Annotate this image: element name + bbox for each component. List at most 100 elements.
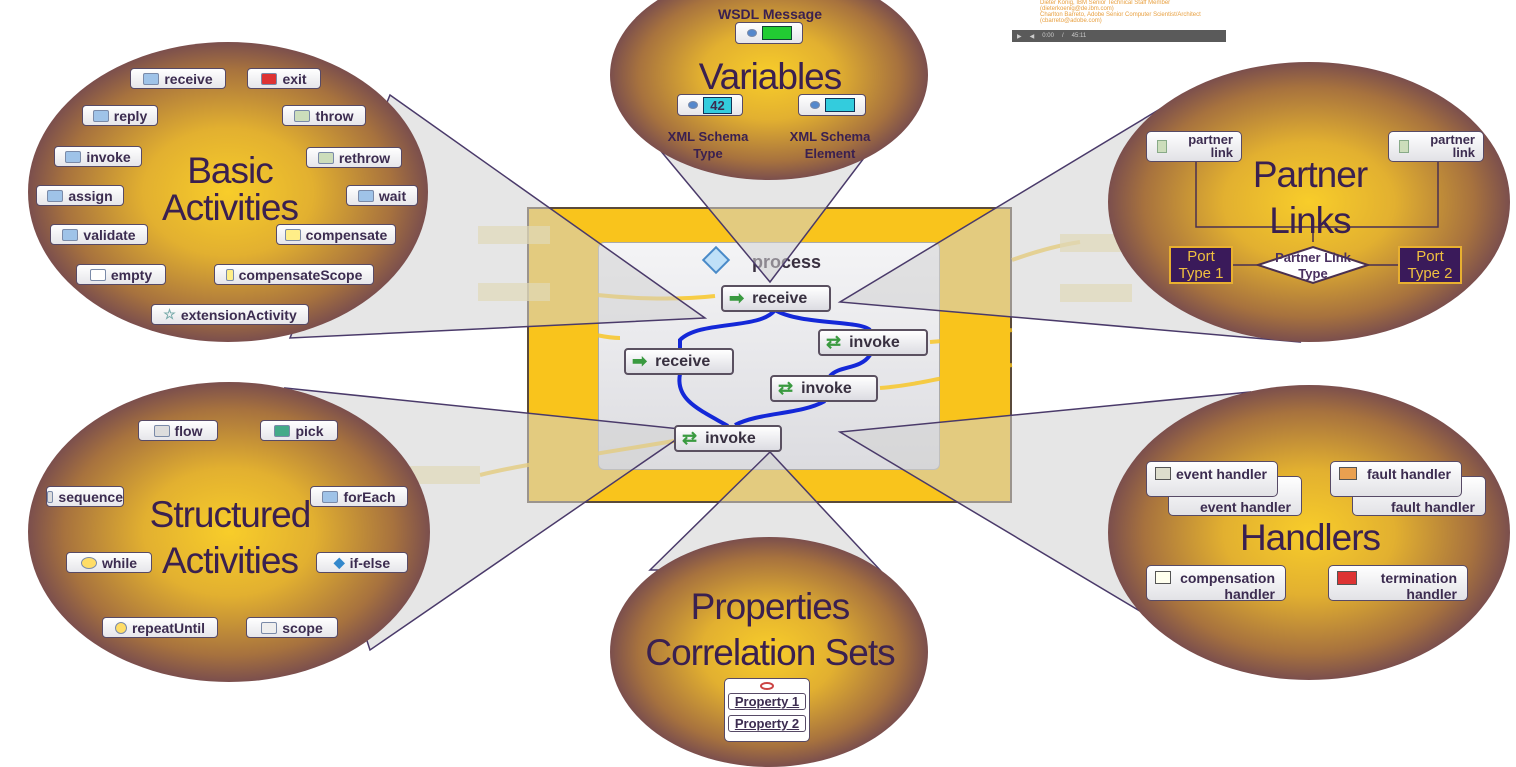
credit-line: (cbarreto@adobe.com)	[1040, 18, 1102, 24]
correlation-set-box: Property 1 Property 2	[724, 678, 810, 742]
chip-label: invoke	[86, 148, 131, 165]
chip-pick[interactable]: pick	[260, 420, 338, 441]
scope-icon	[261, 621, 278, 634]
xml-schema-element-label: XML Schema Element	[789, 129, 871, 161]
structured-activities-ellipse	[28, 382, 430, 682]
chip-label: if-else	[349, 554, 391, 571]
port-type-1: Port Type 1	[1169, 246, 1233, 284]
play-icon[interactable]: ▶	[1017, 33, 1022, 40]
envelope-icon	[761, 26, 792, 40]
chip-empty[interactable]: empty	[76, 264, 166, 285]
partner-link-lines	[1195, 162, 1439, 285]
process-node-invoke[interactable]: ⇄invoke	[674, 425, 782, 452]
invoke-icon: ⇄	[826, 332, 842, 352]
type-value: 42	[703, 96, 732, 114]
pick-icon	[274, 424, 291, 437]
node-label: receive	[752, 289, 808, 307]
process-node-invoke[interactable]: ⇄invoke	[818, 329, 928, 356]
node-label: invoke	[801, 379, 852, 397]
variable-icon	[746, 29, 757, 37]
property-1[interactable]: Property 1	[728, 693, 806, 710]
chip-wait[interactable]: wait	[346, 185, 418, 206]
termination-handler-chip[interactable]: termination handler	[1328, 565, 1468, 602]
property-2[interactable]: Property 2	[728, 715, 806, 732]
correlation-set-icon	[760, 682, 774, 690]
volume-icon[interactable]: ◀	[1029, 33, 1035, 40]
chip-label: scope	[282, 619, 323, 636]
variable-icon	[688, 101, 699, 109]
chip-exit[interactable]: exit	[247, 68, 321, 89]
chip-extensionactivity[interactable]: ☆extensionActivity	[151, 304, 309, 325]
reply-icon	[92, 109, 109, 122]
handlers-title: Handlers	[1239, 517, 1381, 558]
xml-schema-type-chip: 42	[677, 94, 743, 116]
chip-receive[interactable]: receive	[130, 68, 226, 89]
video-credits: Dieter König, IBM Senior Technical Staff…	[1040, 0, 1201, 24]
port-type-2: Port Type 2	[1398, 246, 1462, 284]
event-handler-chip[interactable]: event handler	[1146, 461, 1278, 497]
chip-label: sequence	[58, 488, 123, 505]
chip-throw[interactable]: throw	[282, 105, 366, 126]
chip-label: assign	[68, 187, 113, 204]
chip-label: forEach	[343, 488, 396, 505]
diamond-icon: ◆	[333, 554, 345, 570]
chip-label: compensate	[305, 226, 388, 243]
flow-links	[677, 308, 872, 428]
receive-icon: ➡	[632, 351, 648, 371]
chip-label: flow	[174, 422, 203, 439]
properties-title: Properties	[690, 586, 851, 627]
credit-line: Charlton Barreto, Adobe Senior Computer …	[1040, 12, 1201, 18]
partner-link-chip[interactable]: partner link	[1388, 131, 1484, 162]
chip-label: exit	[282, 70, 307, 87]
rethrow-icon	[317, 151, 334, 164]
compensation-icon	[1155, 571, 1171, 584]
fault-handler-chip[interactable]: fault handler	[1330, 461, 1462, 497]
partner-link-type-label: Partner Link Type	[1275, 250, 1351, 281]
chip-repeatuntil[interactable]: repeatUntil	[102, 617, 218, 638]
exit-icon	[261, 72, 278, 85]
chip-rethrow[interactable]: rethrow	[306, 147, 402, 168]
star-icon: ☆	[163, 306, 176, 322]
chip-compensatescope[interactable]: compensateScope	[214, 264, 374, 285]
node-label: receive	[655, 352, 711, 370]
current-time: 0:00	[1042, 33, 1054, 39]
time-separator: /	[1061, 33, 1064, 39]
receive-icon	[143, 72, 160, 85]
xml-schema-element-chip	[798, 94, 866, 116]
chip-flow[interactable]: flow	[138, 420, 218, 441]
chip-sequence[interactable]: sequence	[46, 486, 124, 507]
partner-link-chip[interactable]: partner link	[1146, 131, 1242, 162]
process-node-receive[interactable]: ➡ receive	[624, 348, 734, 375]
chip-foreach[interactable]: forEach	[310, 486, 408, 507]
chip-label: repeatUntil	[131, 619, 206, 636]
process-node-invoke[interactable]: ⇄invoke	[770, 375, 878, 402]
partner-links-ellipse	[1108, 62, 1510, 342]
invoke-icon: ⇄	[682, 428, 698, 448]
chip-validate[interactable]: validate	[50, 224, 148, 245]
while-icon	[80, 556, 97, 569]
chip-invoke[interactable]: invoke	[54, 146, 142, 167]
chip-while[interactable]: while	[66, 552, 152, 573]
partner-links-title: Partner Links	[1252, 154, 1368, 241]
chip-label: receive	[164, 70, 213, 87]
chip-if-else[interactable]: ◆if-else	[316, 552, 408, 573]
compensate-icon	[284, 228, 301, 241]
xml-schema-type-label: XML Schema Type	[667, 129, 749, 161]
chip-reply[interactable]: reply	[82, 105, 158, 126]
chip-scope[interactable]: scope	[246, 617, 338, 638]
variable-icon	[809, 101, 820, 109]
chip-label: partner link	[1430, 132, 1475, 160]
chip-compensate[interactable]: compensate	[276, 224, 396, 245]
chip-label: validate	[83, 226, 136, 243]
chip-assign[interactable]: assign	[36, 185, 124, 206]
process-node-receive[interactable]: ➡receive	[721, 285, 831, 312]
correlation-sets-title: Correlation Sets	[645, 632, 895, 673]
partner-link-icon	[1157, 140, 1167, 153]
compensation-handler-chip[interactable]: compensation handler	[1146, 565, 1286, 602]
credit-line: Dieter König, IBM Senior Technical Staff…	[1040, 0, 1171, 6]
video-controls[interactable]: ▶◀ 0:00/45:11	[1012, 30, 1226, 42]
chip-label: pick	[295, 422, 324, 439]
partner-link-icon	[1399, 140, 1409, 153]
chip-label: compensateScope	[238, 266, 363, 283]
side-arrow	[478, 283, 550, 301]
